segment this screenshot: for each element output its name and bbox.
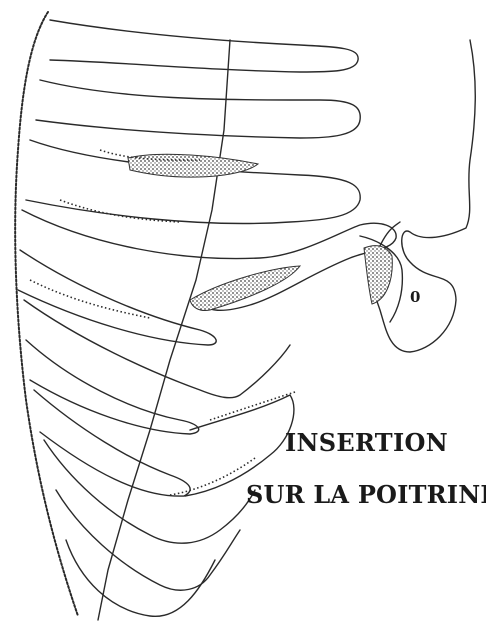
rib-1	[50, 20, 358, 72]
tendon-insertion-stipple	[128, 154, 392, 310]
caption-line-2: SUR LA POITRINE	[246, 480, 486, 509]
insertion-middle	[190, 266, 300, 311]
rib-5-lower	[26, 340, 199, 434]
rib-6	[34, 390, 190, 496]
rib-4-lower	[18, 250, 216, 345]
insertion-right	[364, 246, 392, 304]
outer-edge	[15, 12, 78, 616]
rib-5	[24, 300, 290, 398]
rib-3	[26, 140, 360, 223]
sternum-line	[98, 40, 230, 620]
insertion-upper	[128, 154, 258, 177]
caption-line-1: INSERTION	[285, 428, 448, 457]
marker-label: 0	[410, 288, 420, 306]
rib-2	[36, 80, 360, 138]
xiphoid-outline	[374, 40, 476, 352]
rib-8-bottom	[66, 540, 215, 616]
